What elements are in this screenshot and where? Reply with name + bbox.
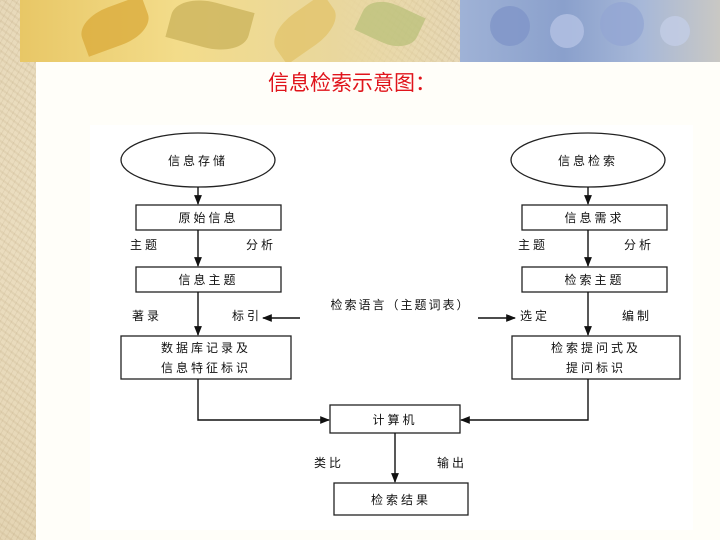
raw-info-box: [135, 204, 282, 231]
retrieval-node: 信息检索: [557, 153, 618, 168]
db-record-node: 数据库记录及 信息特征标识: [121, 336, 291, 379]
search-expr-line1: 检索提问式及: [550, 340, 641, 355]
decorative-banner-leaves: [20, 0, 470, 65]
info-need-box: [521, 204, 668, 231]
info-subject-node: 信息主题: [178, 273, 239, 287]
result-box: [333, 482, 469, 516]
search-expr-line2: 提问标识: [565, 360, 626, 375]
search-subject-node: 检索主题: [564, 273, 625, 287]
flowchart-area: [90, 125, 693, 530]
arrow-record-computer: [197, 379, 330, 424]
info-need-node: 信息需求: [564, 211, 625, 225]
db-record-box: [120, 335, 292, 380]
label-select: 选定: [519, 308, 550, 323]
label-subject-right: 主题: [517, 237, 548, 252]
label-compare: 类比: [313, 455, 344, 470]
search-expr-box: [511, 335, 681, 380]
label-analysis-left: 分析: [245, 237, 276, 252]
label-analysis-right: 分析: [623, 237, 654, 252]
label-record: 著录: [131, 308, 162, 323]
label-output: 输出: [436, 455, 467, 470]
arrow-expr-computer: [460, 379, 589, 424]
slide-title: 信息检索示意图：: [268, 71, 436, 95]
decorative-banner-flowers: [460, 0, 720, 62]
result-node: 检索结果: [370, 492, 431, 507]
db-record-line2: 信息特征标识: [160, 360, 251, 375]
db-record-line1: 数据库记录及: [160, 340, 251, 355]
label-subject-left: 主题: [129, 237, 160, 252]
storage-node: 信息存储: [167, 153, 228, 168]
info-subject-box: [135, 266, 282, 293]
search-subject-box: [521, 266, 668, 293]
label-compile: 编制: [621, 308, 652, 323]
computer-node: 计算机: [372, 412, 418, 427]
label-search-language: 检索语言（主题词表）: [330, 297, 471, 312]
search-expr-node: 检索提问式及 提问标识: [512, 336, 680, 379]
raw-info-node: 原始信息: [178, 211, 239, 225]
label-index: 标引: [231, 308, 262, 323]
